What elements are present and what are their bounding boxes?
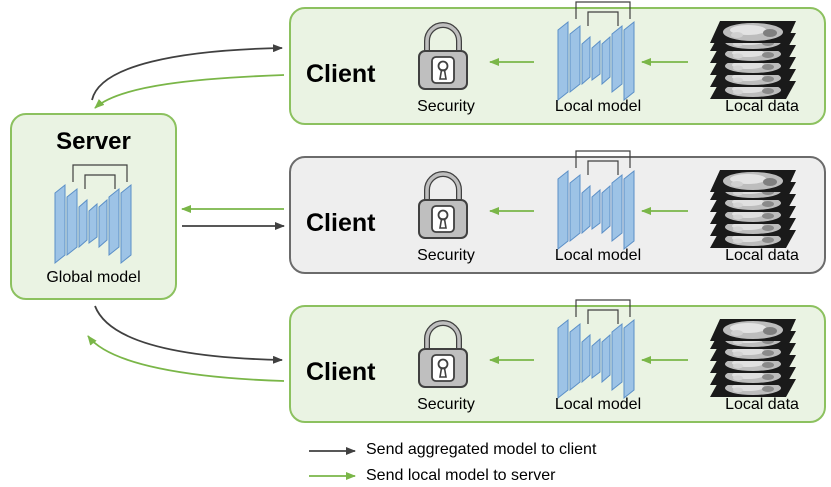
client-2-title: Client <box>306 209 376 237</box>
arrow-client-1-to-server <box>94 74 285 109</box>
client-3-local-model-label: Local model <box>554 396 642 413</box>
legend-send-to-client: Send aggregated model to client <box>366 441 597 458</box>
client-1-neural-network-icon <box>557 1 635 101</box>
client-3-neural-network-icon <box>557 299 635 399</box>
client-2-security-label: Security <box>417 247 475 264</box>
client-2-mri-slice-stack-icon <box>710 170 796 248</box>
client-1-security-label: Security <box>417 98 475 115</box>
arrow-client-3-to-server <box>87 335 285 382</box>
client-3-local-data-label: Local data <box>725 396 799 413</box>
arrow-server-to-client-1 <box>91 44 283 101</box>
global-model-icon <box>54 164 132 264</box>
client-2-neural-network-icon <box>557 150 635 250</box>
client-2-local-model-label: Local model <box>554 247 642 264</box>
client-1-mri-slice-stack-icon <box>710 21 796 99</box>
client-1-local-model-label: Local model <box>554 98 642 115</box>
client-2-lock-icon <box>419 174 467 238</box>
client-1-local-data-label: Local data <box>725 98 799 115</box>
client-3-title: Client <box>306 358 376 386</box>
client-3-security-label: Security <box>417 396 475 413</box>
arrow-server-to-client-3 <box>94 305 283 364</box>
server-title: Server <box>56 128 131 155</box>
client-1-lock-icon <box>419 25 467 89</box>
global-model-label: Global model <box>46 269 141 286</box>
client-2-local-data-label: Local data <box>725 247 799 264</box>
client-3-lock-icon <box>419 323 467 387</box>
client-1-title: Client <box>306 60 376 88</box>
legend-send-to-server: Send local model to server <box>366 467 556 484</box>
client-3-mri-slice-stack-icon <box>710 319 796 397</box>
